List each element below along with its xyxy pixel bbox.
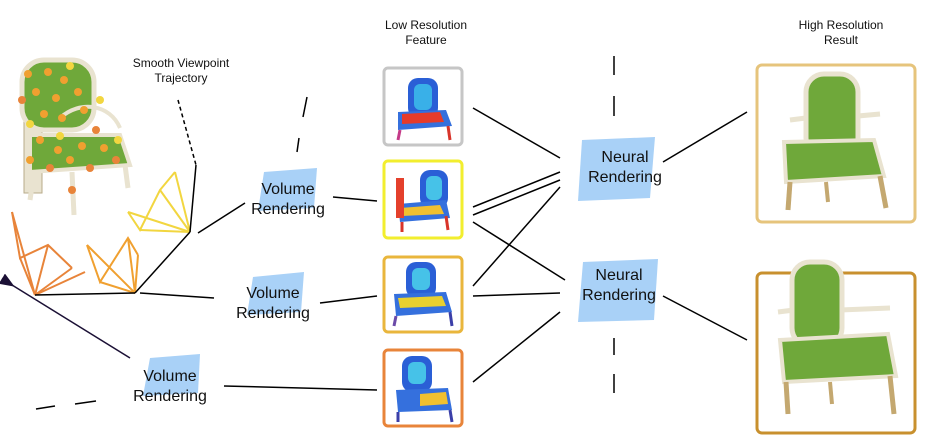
feature-frame-1 <box>382 66 464 147</box>
low-res-label-line2: Feature <box>405 33 447 47</box>
volume-rendering-label-2: Volume Rendering <box>203 284 343 324</box>
result-frame-1 <box>755 63 917 224</box>
volume-rendering-block <box>143 354 200 396</box>
dash-marker <box>296 56 615 393</box>
feature-heatmap-chair-icon <box>396 170 450 232</box>
rendered-chair-icon <box>777 259 899 415</box>
feature-frame-2 <box>382 159 464 240</box>
neural-rendering-label-line1: Neural <box>601 149 649 166</box>
neural-rendering-label-1: Neural Rendering <box>555 148 695 188</box>
feature-heatmap-chair-icon <box>396 78 452 141</box>
feature-heatmap-chair-icon <box>392 262 454 327</box>
connector-lines <box>139 107 748 391</box>
volume-rendering-label-line2: Rendering <box>251 201 325 218</box>
trajectory-label: Smooth Viewpoint Trajectory <box>118 56 244 86</box>
chair-point-cloud-icon <box>18 57 133 216</box>
volume-rendering-label-3: Volume Rendering <box>100 367 240 407</box>
high-res-label-line2: Result <box>823 33 858 47</box>
volume-rendering-block <box>247 272 304 315</box>
camera-frustum-icon <box>11 211 86 296</box>
neural-rendering-block <box>578 259 658 322</box>
neural-rendering-block <box>578 137 655 201</box>
neural-rendering-label-line1: Neural <box>595 267 643 284</box>
trajectory-label-line1: Smooth Viewpoint <box>132 56 230 70</box>
high-res-label: High Resolution Result <box>778 18 904 48</box>
low-res-label: Low Resolution Feature <box>364 18 488 48</box>
camera-frustum-icon <box>86 236 139 294</box>
neural-rendering-label-line2: Rendering <box>588 169 662 186</box>
trajectory-dash <box>35 405 56 410</box>
volume-rendering-label-line1: Volume <box>246 285 300 302</box>
volume-rendering-label-line1: Volume <box>261 181 315 198</box>
volume-rendering-label-1: Volume Rendering <box>218 180 358 220</box>
feature-frame-4 <box>382 348 464 428</box>
trajectory-path <box>34 99 197 296</box>
trajectory-label-line2: Trajectory <box>154 71 208 85</box>
neural-rendering-label-line2: Rendering <box>582 287 656 304</box>
trajectory-dash <box>74 400 97 405</box>
neural-rendering-label-2: Neural Rendering <box>549 266 689 306</box>
rendered-chair-icon <box>781 71 889 211</box>
volume-rendering-label-line2: Rendering <box>236 305 310 322</box>
camera-frustum-icon <box>127 171 191 233</box>
volume-rendering-label-line2: Rendering <box>133 388 207 405</box>
volume-rendering-label-line1: Volume <box>143 368 197 385</box>
low-res-label-line1: Low Resolution <box>384 18 468 32</box>
result-frame-2 <box>755 259 917 435</box>
volume-rendering-block <box>258 168 317 211</box>
feature-heatmap-chair-icon <box>396 356 454 423</box>
trajectory-arrow <box>0 273 131 359</box>
feature-frame-3 <box>382 255 464 334</box>
high-res-label-line1: High Resolution <box>798 18 884 32</box>
